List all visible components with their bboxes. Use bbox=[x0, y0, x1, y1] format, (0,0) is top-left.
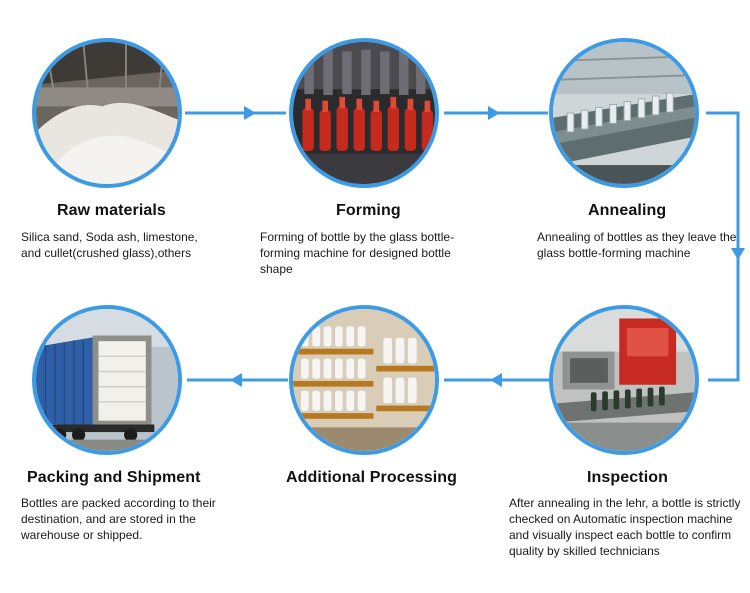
arrow-left-icon bbox=[230, 373, 242, 387]
forming-machine-photo bbox=[289, 38, 439, 188]
step-description-forming: Forming of bottle by the glass bottle-fo… bbox=[260, 229, 470, 277]
step-title-forming: Forming bbox=[336, 202, 401, 220]
step-title-inspection: Inspection bbox=[587, 469, 668, 487]
step-description-annealing: Annealing of bottles as they leave the g… bbox=[537, 229, 742, 261]
step-title-annealing: Annealing bbox=[588, 202, 666, 220]
arrow-right-icon bbox=[244, 106, 256, 120]
arrow-right-icon bbox=[488, 106, 500, 120]
step-description-raw-materials: Silica sand, Soda ash, limestone, and cu… bbox=[21, 229, 211, 261]
raw-materials-photo bbox=[32, 38, 182, 188]
processed-bottles-photo bbox=[289, 305, 439, 455]
step-description-inspection: After annealing in the lehr, a bottle is… bbox=[509, 495, 745, 559]
shipping-container-photo bbox=[32, 305, 182, 455]
step-title-raw-materials: Raw materials bbox=[57, 202, 166, 220]
inspection-machine-photo bbox=[549, 305, 699, 455]
step-title-packing-and-shipment: Packing and Shipment bbox=[27, 469, 201, 487]
step-description-packing-and-shipment: Bottles are packed according to their de… bbox=[21, 495, 226, 543]
step-title-additional-processing: Additional Processing bbox=[286, 469, 457, 487]
annealing-line-photo bbox=[549, 38, 699, 188]
arrow-left-icon bbox=[490, 373, 502, 387]
